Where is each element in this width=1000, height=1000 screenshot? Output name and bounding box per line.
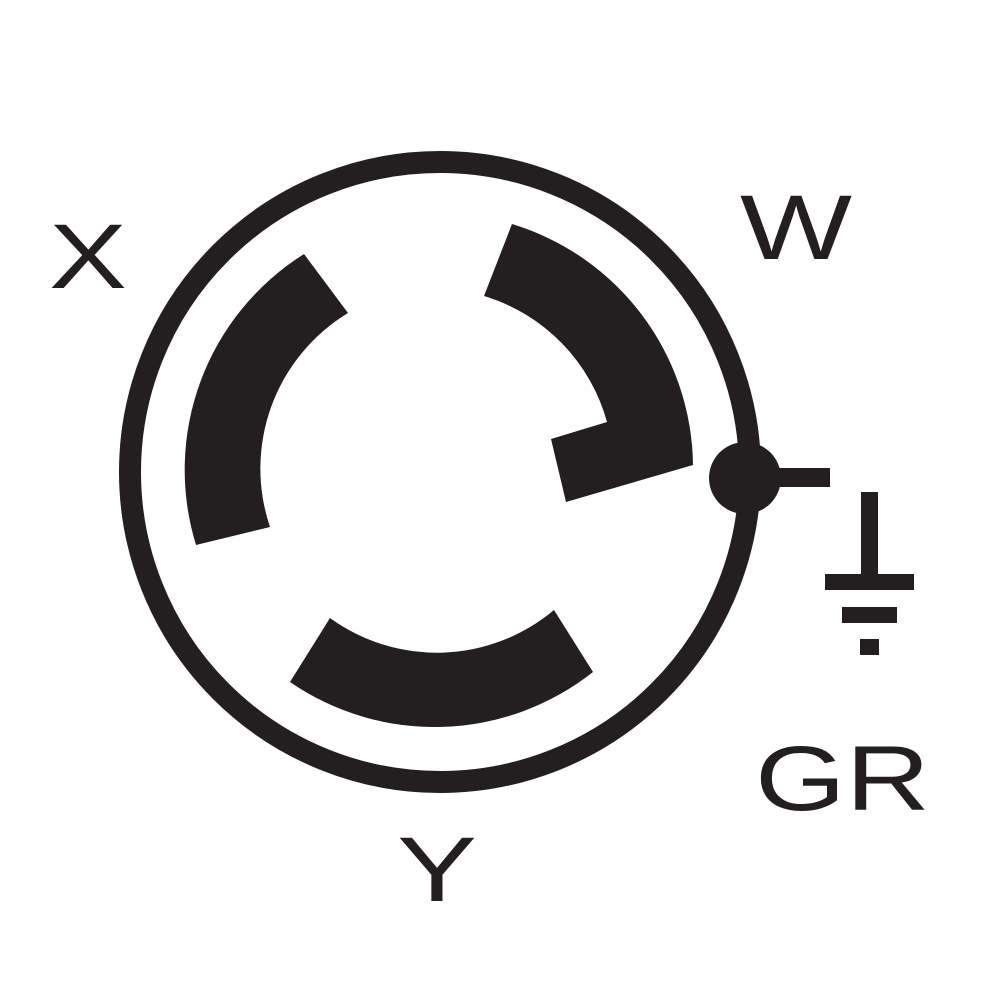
slot-x <box>184 254 348 545</box>
ground-symbol-icon <box>825 492 914 655</box>
ground-lead <box>770 468 830 487</box>
label-y: Y <box>397 819 477 921</box>
label-w: W <box>740 177 852 279</box>
ground-terminal-dot <box>709 442 781 514</box>
label-gr: GR <box>755 728 930 830</box>
ground-terminal <box>709 442 830 514</box>
label-x: X <box>49 206 127 308</box>
slot-w <box>484 224 693 502</box>
slot-y <box>290 610 593 728</box>
